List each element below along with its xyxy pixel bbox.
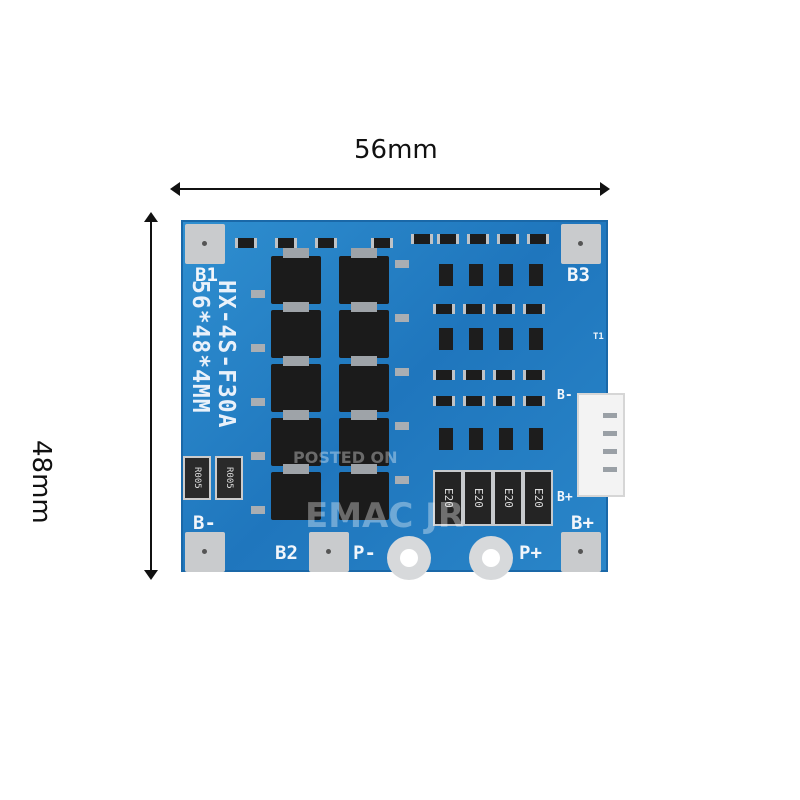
smd-resistor — [235, 238, 257, 248]
label-b-minus: B- — [193, 512, 216, 534]
smd-resistor — [493, 370, 515, 380]
mosfet-lead — [395, 314, 409, 322]
mosfet — [339, 464, 389, 520]
mosfet — [271, 464, 321, 520]
smd-ic — [529, 264, 543, 286]
balance-connector — [577, 393, 625, 497]
mosfet — [271, 410, 321, 466]
mosfet — [339, 302, 389, 358]
smd-ic — [499, 328, 513, 350]
smd-resistor — [433, 304, 455, 314]
smd-ic — [499, 264, 513, 286]
connector-pin — [603, 413, 617, 418]
smd-resistor — [527, 234, 549, 244]
smd-resistor — [523, 304, 545, 314]
mosfet — [271, 302, 321, 358]
label-t1: T1 — [593, 332, 604, 342]
smd-ic — [469, 428, 483, 450]
label-b2: B2 — [275, 542, 298, 564]
pad-b2 — [309, 532, 349, 572]
pad-b1 — [185, 224, 225, 264]
bms-circuit-board: B1 B3 B- B2 P- P+ B+ B- B+ T1 HX-4S-F30A… — [181, 220, 608, 580]
mosfet-lead — [251, 290, 265, 298]
model-line-2: 56*48*4MM — [187, 280, 213, 414]
connector-pin — [603, 431, 617, 436]
smd-resistor — [493, 396, 515, 406]
smd-ic — [439, 428, 453, 450]
p-minus-hole — [387, 536, 431, 580]
p-plus-hole — [469, 536, 513, 580]
pad-b3 — [561, 224, 601, 264]
smd-ic — [469, 328, 483, 350]
smd-resistor — [463, 370, 485, 380]
mosfet — [271, 248, 321, 304]
label-conn-b-minus: B- — [557, 388, 573, 403]
label-conn-b-plus: B+ — [557, 490, 573, 505]
pad-b-plus — [561, 532, 601, 572]
model-line-1: HX-4S-F30A — [213, 280, 239, 429]
watermark-line-1: POSTED ON — [293, 448, 398, 467]
smd-ic — [529, 328, 543, 350]
smd-ic — [469, 264, 483, 286]
mosfet-lead — [251, 344, 265, 352]
smd-resistor — [371, 238, 393, 248]
watermark-line-2: EMAC JR — [305, 496, 464, 536]
mosfet — [339, 356, 389, 412]
capacitor: E20 — [493, 470, 523, 526]
smd-resistor — [275, 238, 297, 248]
connector-pin — [603, 467, 617, 472]
connector-pin — [603, 449, 617, 454]
capacitor: E20 — [433, 470, 463, 526]
smd-resistor — [523, 396, 545, 406]
label-b1: B1 — [195, 264, 218, 286]
smd-resistor — [493, 304, 515, 314]
smd-resistor — [315, 238, 337, 248]
mosfet — [339, 410, 389, 466]
mosfet-lead — [251, 398, 265, 406]
height-dimension-arrow — [144, 212, 158, 580]
mosfet — [271, 356, 321, 412]
mosfet-lead — [395, 368, 409, 376]
capacitor: E20 — [463, 470, 493, 526]
mosfet-lead — [251, 452, 265, 460]
smd-ic — [499, 428, 513, 450]
smd-resistor — [467, 234, 489, 244]
label-b3: B3 — [567, 264, 590, 286]
capacitor: E20 — [523, 470, 553, 526]
width-dimension-arrow — [170, 182, 610, 196]
smd-ic — [439, 264, 453, 286]
mosfet-lead — [251, 506, 265, 514]
smd-resistor — [437, 234, 459, 244]
mosfet-lead — [395, 476, 409, 484]
width-dimension-label: 56mm — [354, 135, 438, 165]
shunt-resistor: R005 — [183, 456, 211, 500]
smd-resistor — [463, 396, 485, 406]
mosfet — [339, 248, 389, 304]
pad-b-minus — [185, 532, 225, 572]
smd-ic — [439, 328, 453, 350]
label-p-plus: P+ — [519, 542, 542, 564]
label-b-plus: B+ — [571, 512, 594, 534]
height-dimension-label: 48mm — [26, 440, 56, 524]
smd-resistor — [433, 396, 455, 406]
smd-resistor — [497, 234, 519, 244]
mosfet-lead — [395, 260, 409, 268]
smd-ic — [529, 428, 543, 450]
mosfet-lead — [395, 422, 409, 430]
smd-resistor — [523, 370, 545, 380]
label-p-minus: P- — [353, 542, 376, 564]
smd-resistor — [463, 304, 485, 314]
shunt-resistor: R005 — [215, 456, 243, 500]
smd-resistor — [433, 370, 455, 380]
smd-resistor — [411, 234, 433, 244]
